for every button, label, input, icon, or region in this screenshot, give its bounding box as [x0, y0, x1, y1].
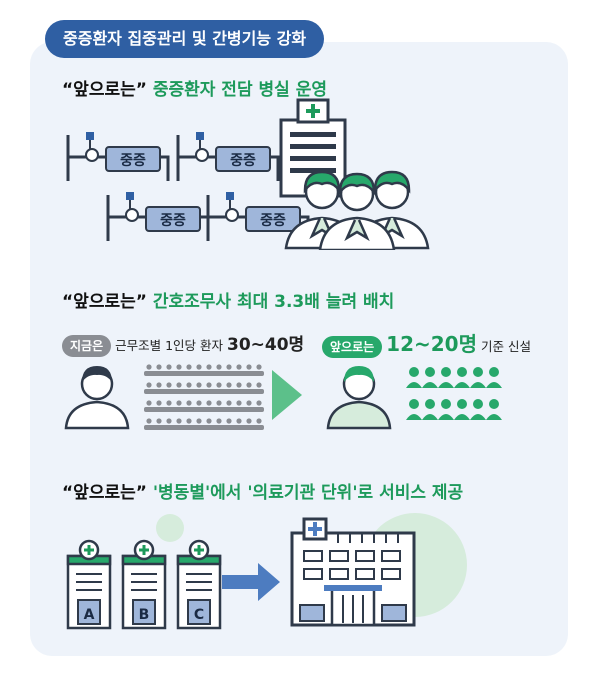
bed-label-4: 중증 [260, 213, 286, 229]
now-badge: 지금은 [62, 335, 112, 357]
bed-label-2: 중증 [230, 153, 256, 169]
bed-label-3: 중증 [160, 213, 186, 229]
section3-highlight: '병동별'에서 '의료기관 단위'로 서비스 제공 [152, 483, 464, 503]
bed-icon: 중증 [176, 132, 280, 181]
future-row: 앞으로는 12~20명 기준 신설 [322, 328, 531, 358]
future-text: 기준 신설 [480, 339, 531, 354]
section1-title: “앞으로는” 중증환자 전담 병실 운영 [62, 75, 327, 100]
bed-icon: 중증 [106, 192, 210, 241]
worker-now-icon [64, 366, 130, 430]
section3-quote: “앞으로는” [62, 483, 147, 503]
bed-label-1: 중증 [120, 153, 146, 169]
ward-b-label: B [139, 607, 150, 623]
nurses-group-icon [284, 170, 430, 250]
patients-group-icon [406, 367, 502, 420]
future-value: 12~20명 [386, 332, 477, 356]
header-pill: 중증환자 집중관리 및 간병기능 강화 [45, 20, 325, 58]
section2-title: “앞으로는” 간호조무사 최대 3.3배 늘려 배치 [62, 287, 394, 312]
section1-highlight: 중증환자 전담 병실 운영 [152, 80, 327, 100]
now-row: 지금은 근무조별 1인당 환자 30~40명 [62, 330, 304, 357]
arrow-right-icon [222, 563, 280, 601]
section3-title: “앞으로는” '병동별'에서 '의료기관 단위'로 서비스 제공 [62, 478, 463, 503]
section2-highlight: 간호조무사 최대 3.3배 늘려 배치 [152, 292, 395, 312]
future-badge: 앞으로는 [322, 336, 383, 358]
patients-crowd-icon [144, 364, 264, 430]
now-text: 근무조별 1인당 환자 [115, 338, 224, 353]
bed-icon: 중증 [66, 132, 170, 181]
ward-buildings-icon: A B C [66, 539, 222, 630]
decor-circle [156, 514, 184, 542]
ward-c-label: C [194, 607, 204, 623]
now-value: 30~40명 [227, 335, 305, 355]
section2-quote: “앞으로는” [62, 292, 147, 312]
worker-future-icon [326, 366, 392, 430]
hospital-building-icon [290, 517, 416, 627]
bed-icon: 중증 [206, 192, 310, 241]
ward-a-label: A [84, 607, 95, 623]
section1-quote: “앞으로는” [62, 80, 147, 100]
arrow-right-icon [272, 370, 302, 420]
